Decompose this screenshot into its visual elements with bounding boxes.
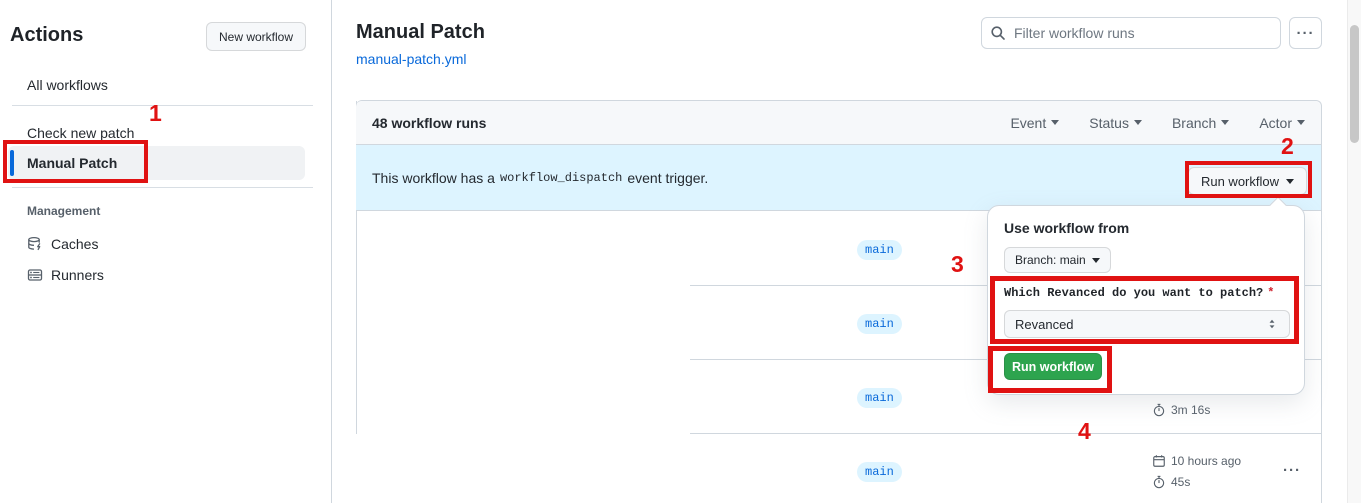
sidebar-item-runners[interactable]: Runners xyxy=(8,260,305,290)
run-duration: 45s xyxy=(1152,475,1190,489)
search-icon xyxy=(990,25,1006,41)
revanced-select[interactable]: Revanced xyxy=(1004,310,1290,338)
chevron-down-icon xyxy=(1051,120,1060,125)
sidebar-divider xyxy=(12,187,313,188)
banner-text: event trigger. xyxy=(627,169,709,186)
run-options-kebab-button[interactable]: ··· xyxy=(1277,455,1307,485)
workflow-run-row[interactable]: main xyxy=(356,211,1321,285)
branch-selector-label: Branch: main xyxy=(1015,253,1086,267)
sidebar-title: Actions xyxy=(10,24,84,46)
search-input[interactable] xyxy=(1014,25,1272,41)
runs-filters: Event Status Branch Actor xyxy=(1010,115,1305,131)
sidebar-item-check-new-patch[interactable]: Check new patch xyxy=(8,118,305,148)
workflow-input-label: Which Revanced do you want to patch?* xyxy=(1004,286,1274,300)
page-scrollbar[interactable] xyxy=(1347,0,1361,503)
run-workflow-dropdown-button[interactable]: Run workflow xyxy=(1187,167,1307,195)
branch-selector-button[interactable]: Branch: main xyxy=(1004,247,1111,273)
workflow-dispatch-banner: This workflow has a workflow_dispatch ev… xyxy=(356,145,1321,211)
sidebar-item-manual-patch[interactable]: Manual Patch xyxy=(8,146,305,180)
management-section-label: Management xyxy=(27,204,101,218)
card-left-border xyxy=(356,101,357,434)
input-label-text: Which Revanced do you want to patch? xyxy=(1004,286,1264,300)
filter-event[interactable]: Event xyxy=(1010,114,1060,131)
actions-sidebar: Actions New workflow All workflows Check… xyxy=(0,0,331,503)
duration-label: 45s xyxy=(1171,475,1191,489)
filter-branch[interactable]: Branch xyxy=(1171,114,1230,131)
filter-status[interactable]: Status xyxy=(1089,115,1142,131)
page-title: Manual Patch xyxy=(356,21,485,43)
stopwatch-icon xyxy=(1152,475,1166,489)
date-label: 10 hours ago xyxy=(1171,454,1242,468)
runs-list-header: 48 workflow runs Event Status Branch Act… xyxy=(356,101,1321,145)
sidebar-divider xyxy=(12,105,313,106)
filter-label: Status xyxy=(1089,114,1129,131)
sidebar-item-label: Check new patch xyxy=(27,125,135,141)
runner-server-icon xyxy=(27,267,43,283)
scrollbar-thumb[interactable] xyxy=(1350,25,1359,143)
sidebar-main-divider xyxy=(331,0,332,503)
selected-item-accent-bar xyxy=(10,150,14,176)
duration-label: 3m 16s xyxy=(1171,403,1211,417)
sidebar-item-label: Manual Patch xyxy=(27,155,118,171)
workflow-file-link[interactable]: manual-patch.yml xyxy=(356,51,467,67)
chevron-down-icon xyxy=(1091,257,1100,263)
run-workflow-submit-button[interactable]: Run workflow xyxy=(1004,353,1102,380)
select-value: Revanced xyxy=(1015,316,1074,332)
required-asterisk: * xyxy=(1267,286,1275,300)
filter-runs-searchbox[interactable] xyxy=(981,17,1281,49)
branch-badge[interactable]: main xyxy=(857,314,902,334)
kebab-icon: ··· xyxy=(1283,461,1301,479)
banner-code: workflow_dispatch xyxy=(499,170,623,185)
sidebar-item-caches[interactable]: Caches xyxy=(8,229,305,259)
calendar-icon xyxy=(1152,454,1166,468)
kebab-icon: ··· xyxy=(1296,24,1315,42)
popup-title: Use workflow from xyxy=(1004,220,1130,236)
chevron-down-icon xyxy=(1221,120,1230,125)
workflow-more-options-button[interactable]: ··· xyxy=(1289,17,1322,49)
run-date: 10 hours ago xyxy=(1152,454,1241,468)
run-workflow-popup: Use workflow from Branch: main Which Rev… xyxy=(987,196,1305,395)
chevron-down-icon xyxy=(1297,120,1305,125)
runs-count-label: 48 workflow runs xyxy=(372,114,487,131)
filter-label: Actor xyxy=(1259,114,1292,131)
select-updown-icon xyxy=(1265,317,1279,331)
workflow-run-row[interactable]: main 10 hours ago 45s xyxy=(356,433,1321,503)
run-duration: 3m 16s xyxy=(1152,403,1210,417)
branch-badge[interactable]: main xyxy=(857,240,902,260)
chevron-down-icon xyxy=(1133,120,1142,125)
cache-database-icon xyxy=(27,236,43,252)
filter-label: Event xyxy=(1010,114,1047,131)
stopwatch-icon xyxy=(1152,403,1166,417)
branch-badge[interactable]: main xyxy=(857,388,902,408)
run-workflow-label: Run workflow xyxy=(1200,173,1279,189)
filter-label: Branch xyxy=(1171,114,1217,131)
branch-badge[interactable]: main xyxy=(857,462,902,482)
sidebar-item-all-workflows[interactable]: All workflows xyxy=(8,70,305,100)
sidebar-item-label: All workflows xyxy=(27,77,108,93)
sidebar-item-label: Runners xyxy=(51,267,104,283)
filter-actor[interactable]: Actor xyxy=(1259,115,1305,131)
new-workflow-button[interactable]: New workflow xyxy=(206,22,306,51)
chevron-down-icon xyxy=(1286,178,1294,184)
banner-text: This workflow has a xyxy=(372,169,495,186)
sidebar-item-label: Caches xyxy=(51,236,99,252)
